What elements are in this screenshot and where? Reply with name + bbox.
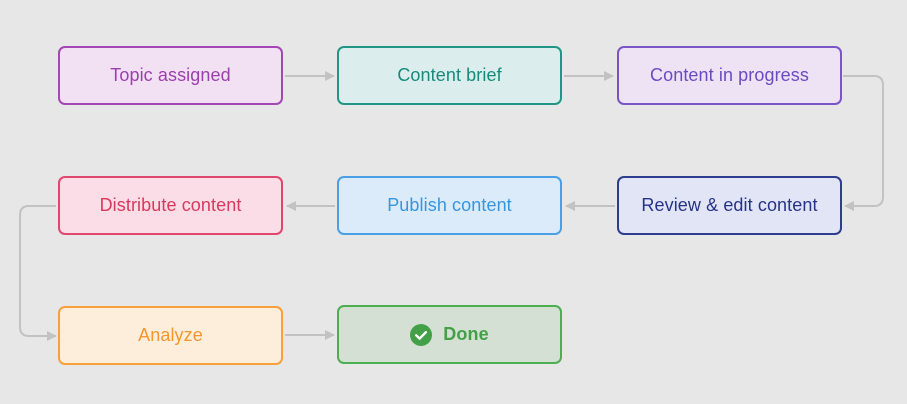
check-circle-icon (410, 323, 433, 346)
step-done-label: Done (443, 324, 489, 344)
step-done-content: Done (410, 323, 489, 346)
step-distribute-content-label: Distribute content (99, 195, 242, 215)
step-content-in-progress[interactable]: Content in progress (617, 46, 842, 105)
arrow-distribute-to-analyze (19, 205, 57, 341)
step-distribute-content[interactable]: Distribute content (58, 176, 283, 235)
arrow-progress-to-review (843, 75, 884, 211)
step-publish-content-label: Publish content (387, 195, 512, 215)
step-topic-assigned[interactable]: Topic assigned (58, 46, 283, 105)
step-topic-assigned-label: Topic assigned (110, 65, 231, 85)
step-content-brief-label: Content brief (397, 65, 502, 85)
step-publish-content[interactable]: Publish content (337, 176, 562, 235)
step-review-edit-content[interactable]: Review & edit content (617, 176, 842, 235)
step-content-in-progress-label: Content in progress (650, 65, 809, 85)
step-review-edit-content-label: Review & edit content (641, 195, 818, 215)
step-done[interactable]: Done (337, 305, 562, 364)
step-analyze-label: Analyze (138, 325, 203, 345)
step-content-brief[interactable]: Content brief (337, 46, 562, 105)
step-analyze[interactable]: Analyze (58, 306, 283, 365)
